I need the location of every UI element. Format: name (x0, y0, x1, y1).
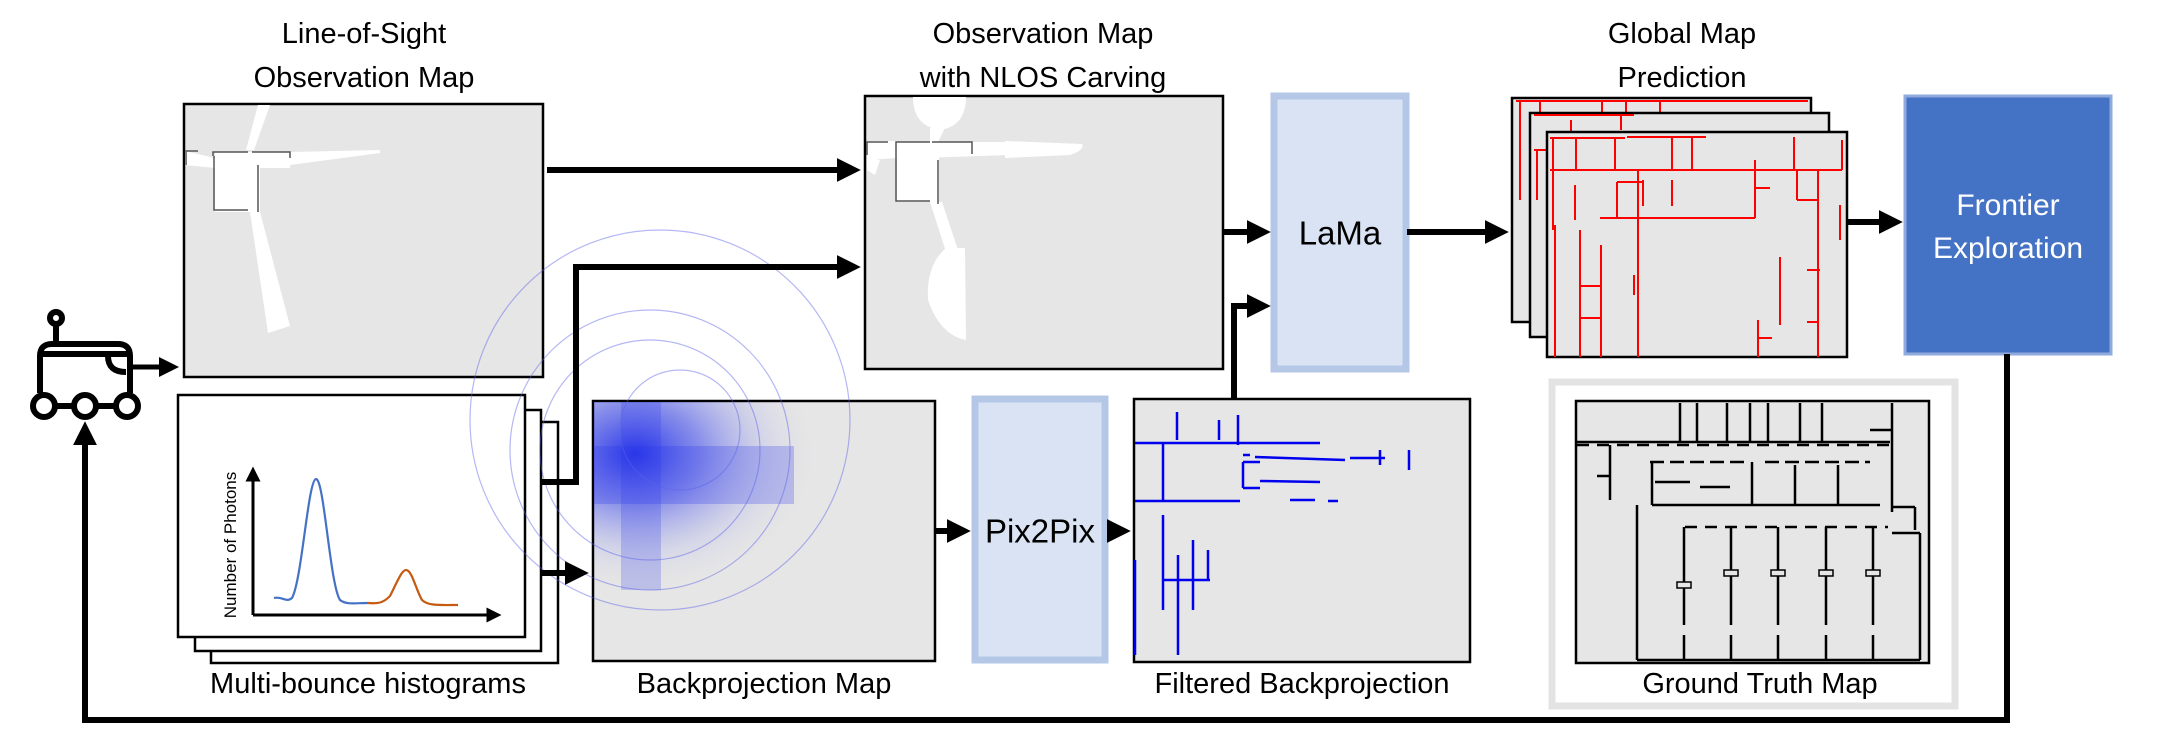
histogram-card-1 (176, 393, 527, 639)
los-title: Line-of-Sight Observation Map (254, 18, 475, 94)
backprojection-vertical-band (621, 402, 661, 590)
obs-title-line1: Observation Map (933, 18, 1154, 50)
lama-label: LaMa (1299, 215, 1382, 252)
global-title: Global Map Prediction (1608, 18, 1756, 94)
backprojection-map (469, 229, 937, 663)
pix2pix-module: Pix2Pix (971, 395, 1109, 664)
histogram-stack: Number of Photons (176, 393, 560, 665)
los-walls (185, 150, 291, 212)
global-title-line1: Global Map (1608, 18, 1756, 50)
ground-truth-label: Ground Truth Map (1642, 668, 1877, 700)
global-title-line2: Prediction (1618, 62, 1747, 94)
los-observation-map (182, 102, 545, 379)
prediction-card-1 (1545, 130, 1849, 359)
filtered-backprojection-map (1132, 397, 1472, 664)
histograms-label: Multi-bounce histograms (210, 668, 526, 700)
backprojection-rings (469, 229, 851, 611)
filtered-backprojection-label: Filtered Backprojection (1155, 668, 1450, 700)
prediction-walls-3 (1516, 100, 1808, 200)
arrow-filtered-to-lama (1231, 294, 1271, 399)
obs-title-line2: with NLOS Carving (919, 62, 1167, 94)
frontier-label-line1: Frontier (1956, 189, 2059, 222)
los-title-line2: Observation Map (254, 62, 475, 94)
filtered-walls (1133, 412, 1411, 655)
los-free-space (185, 105, 380, 333)
arrow-frontier-feedback-to-robot (73, 354, 2010, 723)
prediction-walls-1 (1550, 136, 1843, 357)
frontier-exploration-module: Frontier Exploration (1903, 94, 2113, 356)
obs-title: Observation Map with NLOS Carving (919, 18, 1167, 94)
global-map-prediction-stack (1510, 96, 1849, 359)
histogram-peak-orange (367, 568, 459, 607)
ground-truth-map (1574, 399, 1931, 665)
histogram-chart: Number of Photons (221, 466, 502, 623)
backprojection-label: Backprojection Map (637, 668, 892, 700)
ground-truth-panel (1548, 378, 1959, 710)
histogram-peak-blue (273, 477, 369, 605)
nlos-walls (866, 141, 973, 204)
backprojection-horizontal-band (594, 446, 794, 504)
backprojection-intensity (594, 402, 934, 660)
ground-truth-door-markers (1676, 569, 1881, 589)
pix2pix-label: Pix2Pix (985, 513, 1096, 550)
frontier-label-line2: Exploration (1933, 232, 2083, 265)
nlos-observation-map (863, 94, 1225, 371)
arrow-histograms-to-nlos (541, 255, 861, 485)
prediction-walls-2 (1534, 114, 1634, 200)
los-title-line1: Line-of-Sight (282, 18, 446, 50)
connectors (73, 158, 2010, 723)
robot-rover-icon (30, 309, 141, 420)
y-axis-label: Number of Photons (221, 472, 240, 618)
nlos-free-space (867, 97, 1083, 340)
lama-module: LaMa (1270, 92, 1410, 373)
